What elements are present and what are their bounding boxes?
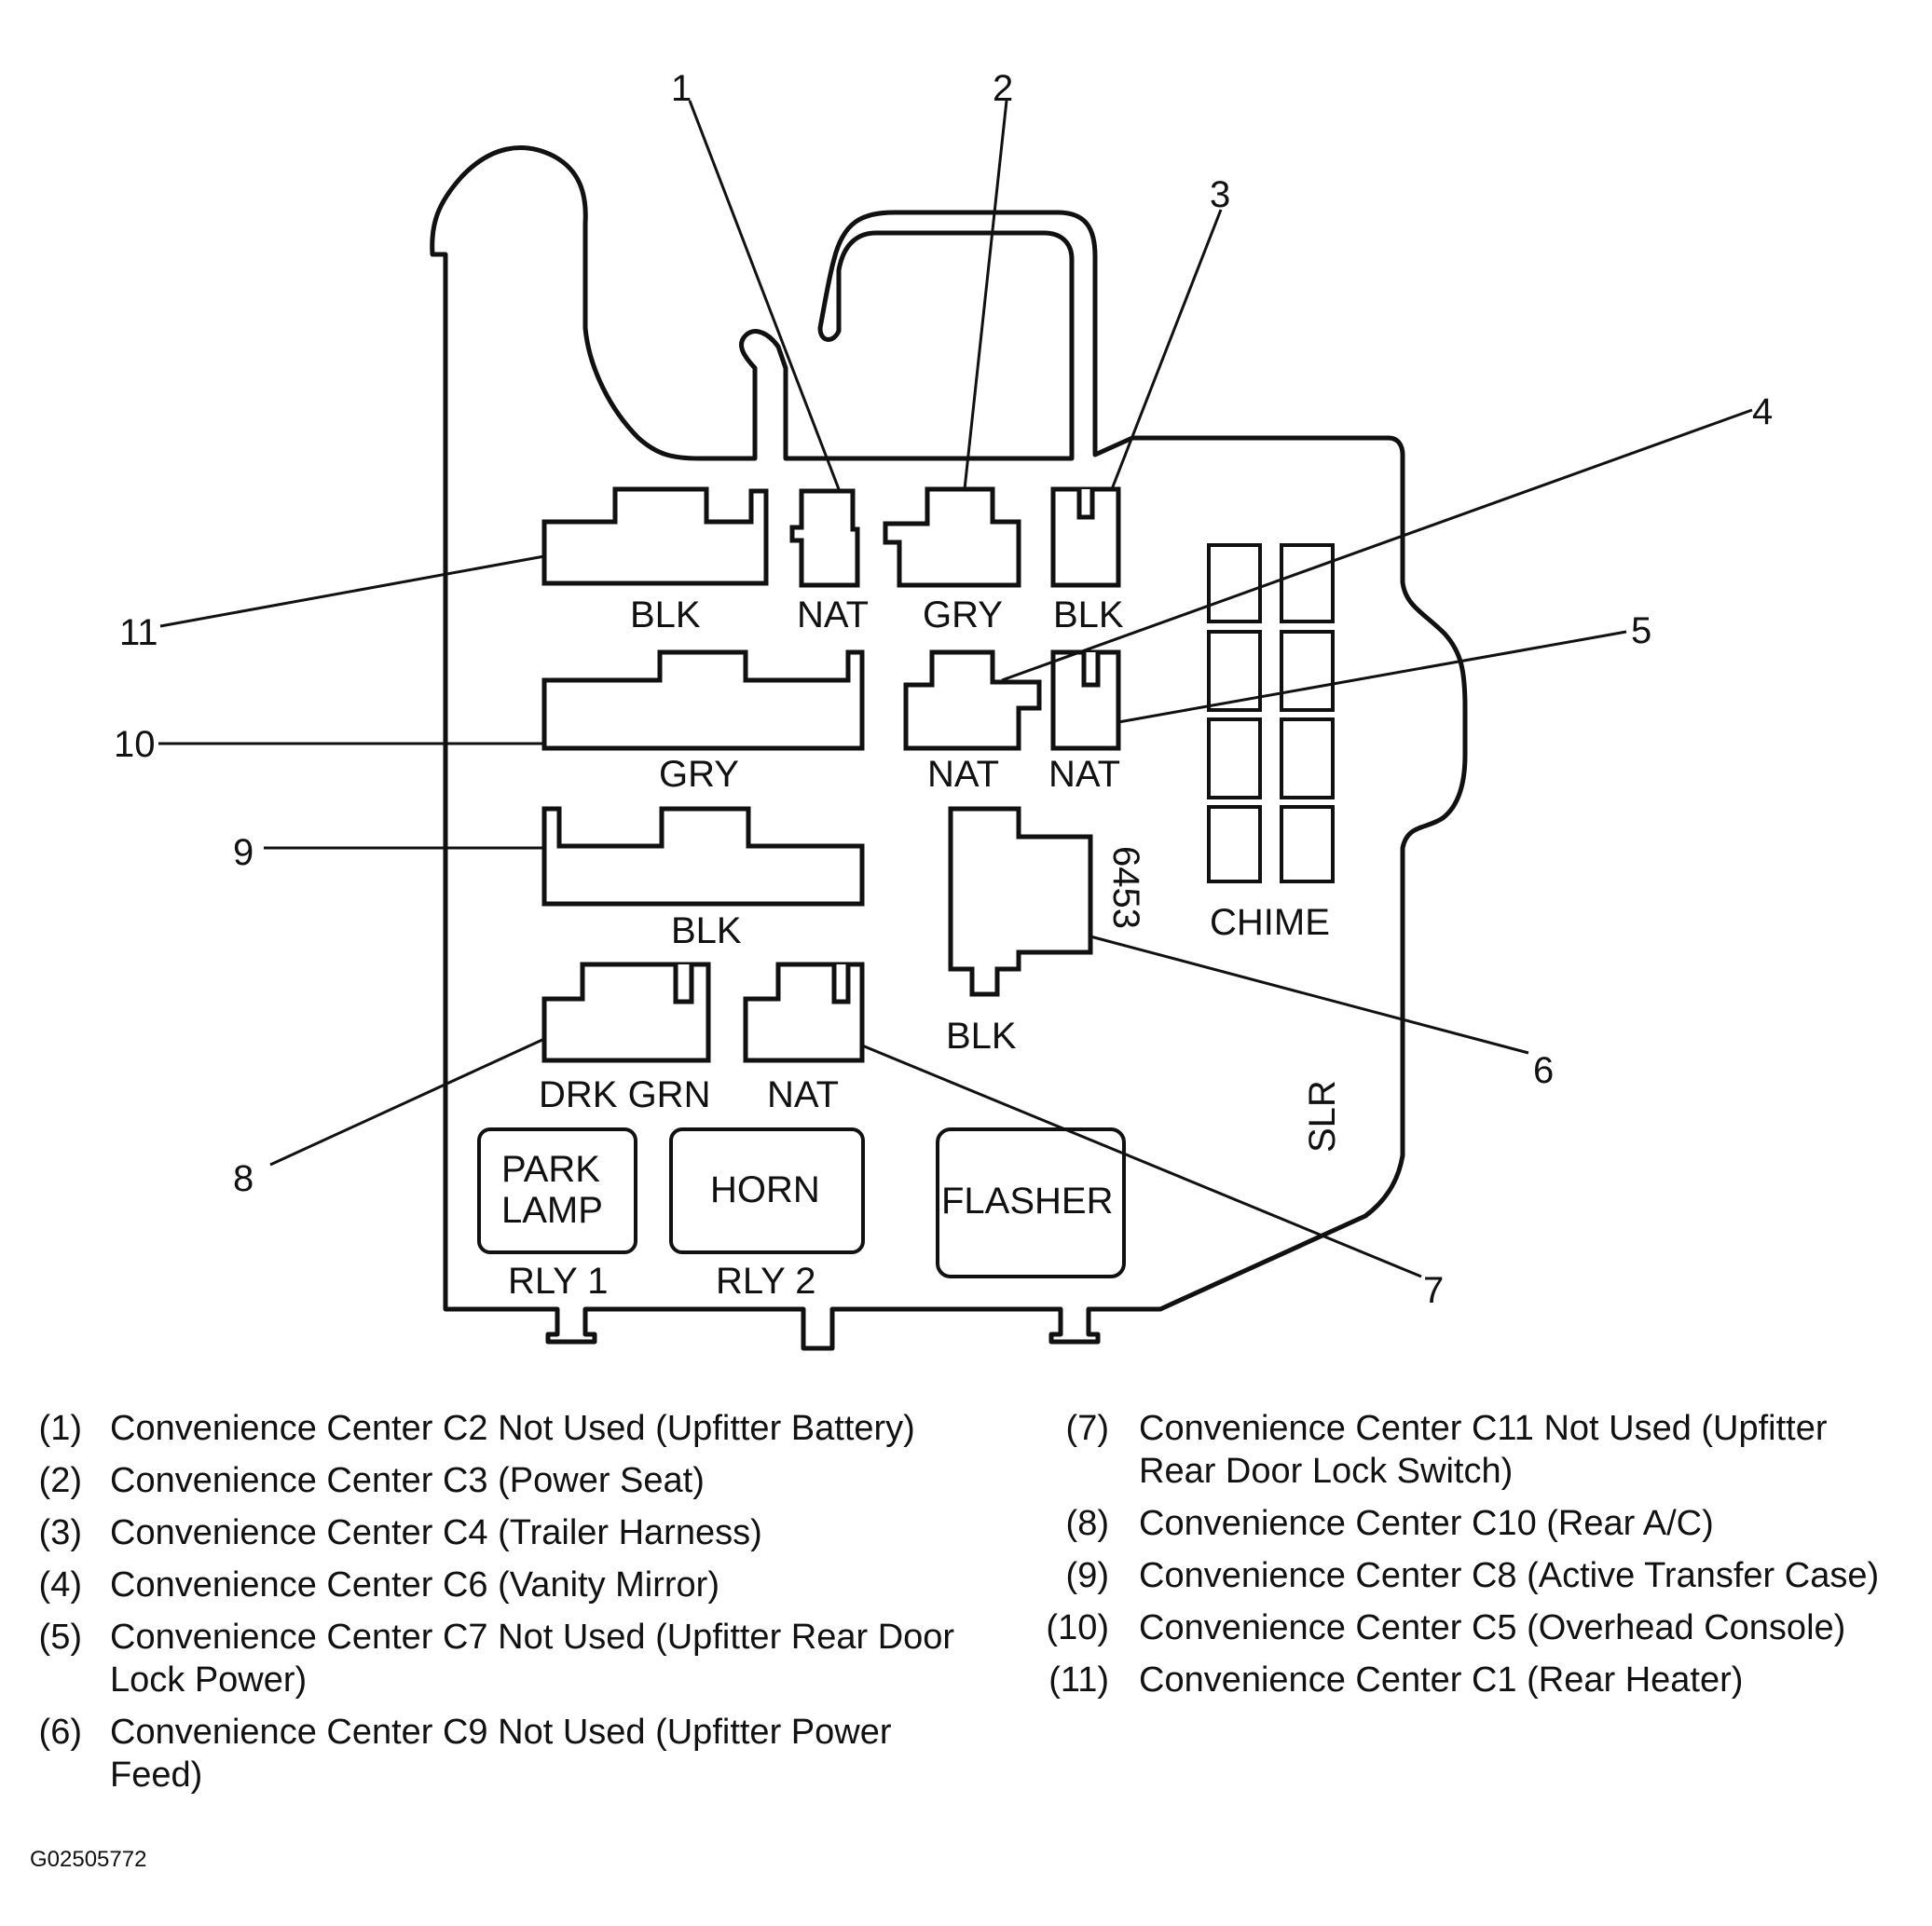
horn-label: HORN — [710, 1169, 820, 1210]
connector-c5-shape — [541, 649, 865, 751]
callout-1: 1 — [671, 68, 692, 109]
callout-7: 7 — [1423, 1270, 1444, 1311]
legend-text: Convenience Center C5 (Overhead Console) — [1139, 1608, 1846, 1647]
housing-outline — [430, 145, 1468, 1351]
chime-module — [1207, 543, 1335, 883]
rly2-label: RLY 2 — [716, 1261, 815, 1302]
legend-text: Convenience Center C4 (Trailer Harness) — [110, 1513, 762, 1552]
legend-item: (7) Convenience Center C11 Not Used (Upfi… — [1035, 1407, 1920, 1493]
legend-item: (1) Convenience Center C2 Not Used (Upfit… — [28, 1407, 1016, 1450]
leader-7 — [861, 1044, 1422, 1278]
flasher-module — [936, 1127, 1126, 1278]
legend-text: Convenience Center C7 Not Used (Upfitter… — [110, 1618, 955, 1700]
callout-10: 10 — [114, 724, 156, 765]
label-c10-color: DRK GRN — [539, 1074, 710, 1115]
legend-text: Convenience Center C6 (Vanity Mirror) — [110, 1565, 719, 1605]
callout-2: 2 — [993, 68, 1013, 109]
connector-c9-shape — [948, 806, 1093, 997]
leader-1 — [688, 100, 841, 490]
legend-index: (1) — [38, 1409, 82, 1448]
legend-text: Convenience Center C3 (Power Seat) — [110, 1461, 705, 1500]
callout-9: 9 — [233, 832, 253, 873]
legend-item: (3) Convenience Center C4 (Trailer Harnes… — [28, 1511, 1016, 1554]
callout-8: 8 — [233, 1158, 253, 1199]
label-c2-color: NAT — [797, 594, 869, 635]
legend-text: Convenience Center C2 Not Used (Upfitter… — [110, 1409, 915, 1448]
connector-c11-slot — [831, 964, 851, 1004]
leader-2 — [963, 100, 1008, 490]
leader-6 — [1089, 935, 1529, 1055]
legend-index: (8) — [1065, 1504, 1109, 1543]
legend-text: Convenience Center C9 Not Used (Upfitter… — [110, 1713, 892, 1795]
connector-c4-shape — [1050, 486, 1121, 588]
legend-index: (6) — [38, 1713, 82, 1752]
legend-item: (2) Convenience Center C3 (Power Seat) — [28, 1459, 1016, 1502]
callout-6: 6 — [1533, 1050, 1554, 1091]
part-number-label: 6453 — [1105, 846, 1146, 929]
legend-text: Convenience Center C1 (Rear Heater) — [1139, 1660, 1744, 1700]
connector-c7-slot — [1081, 652, 1101, 688]
label-c1-color: BLK — [630, 594, 701, 635]
convenience-center-diagram: 1 2 3 4 5 6 7 8 9 10 11 BLK NAT GRY BLK … — [114, 68, 1773, 1351]
connector-c2-shape — [789, 488, 860, 588]
legend-item: (11) Convenience Center C1 (Rear Heater) — [1035, 1659, 1920, 1701]
leader-11 — [159, 554, 545, 628]
legend-index: (11) — [1048, 1660, 1109, 1700]
legend-index: (10) — [1046, 1608, 1109, 1647]
park-lamp-label-line1: PARK — [501, 1149, 600, 1190]
legend-right: (7) Convenience Center C11 Not Used (Upfi… — [1035, 1407, 1920, 1711]
label-c11-color: NAT — [767, 1074, 839, 1115]
legend-item: (8) Convenience Center C10 (Rear A/C) — [1035, 1502, 1920, 1545]
figure-id: G02505772 — [30, 1847, 147, 1872]
leader-4 — [1001, 408, 1753, 682]
label-c6-color: NAT — [927, 754, 999, 795]
park-lamp-label-line2: LAMP — [501, 1190, 603, 1231]
leader-3 — [1110, 209, 1223, 490]
horn-relay — [669, 1127, 865, 1254]
legend-text: Convenience Center C10 (Rear A/C) — [1139, 1504, 1714, 1543]
chime-label: CHIME — [1210, 902, 1330, 943]
legend-item: (9) Convenience Center C8 (Active Transfe… — [1035, 1554, 1920, 1597]
rly1-label: RLY 1 — [508, 1261, 608, 1302]
label-c9-color: BLK — [946, 1016, 1017, 1057]
label-c4-color: BLK — [1053, 594, 1124, 635]
legend-text: Convenience Center C8 (Active Transfer C… — [1139, 1556, 1880, 1595]
leader-8 — [269, 1037, 545, 1167]
connector-c3-shape — [883, 486, 1021, 588]
connector-c6-shape — [903, 649, 1042, 751]
label-c7-color: NAT — [1048, 754, 1120, 795]
flasher-label: FLASHER — [941, 1181, 1114, 1222]
callout-4: 4 — [1752, 391, 1773, 432]
legend-index: (5) — [38, 1618, 82, 1657]
legend-index: (7) — [1065, 1409, 1109, 1448]
callout-3: 3 — [1210, 174, 1230, 215]
label-c5-color: GRY — [659, 754, 739, 795]
legend-index: (2) — [38, 1461, 82, 1500]
connector-c1-shape — [541, 486, 769, 586]
legend-item: (10) Convenience Center C5 (Overhead Cons… — [1035, 1606, 1920, 1649]
leader-5 — [1117, 630, 1627, 724]
label-c3-color: GRY — [923, 594, 1003, 635]
connector-c10-slot — [673, 964, 694, 1004]
callout-11: 11 — [119, 612, 158, 653]
slr-label: SLR — [1302, 1080, 1343, 1153]
connector-c4-slot — [1076, 489, 1095, 520]
legend-index: (9) — [1065, 1556, 1109, 1595]
callout-5: 5 — [1631, 610, 1651, 651]
legend-index: (3) — [38, 1513, 82, 1552]
label-c8-color: BLK — [671, 910, 742, 951]
legend-item: (6) Convenience Center C9 Not Used (Upfit… — [28, 1711, 1016, 1796]
park-lamp-relay — [477, 1127, 637, 1254]
legend-left: (1) Convenience Center C2 Not Used (Upfit… — [28, 1407, 1016, 1806]
legend-item: (5) Convenience Center C7 Not Used (Upfit… — [28, 1616, 1016, 1701]
connector-c8-shape — [541, 806, 865, 907]
legend-item: (4) Convenience Center C6 (Vanity Mirror) — [28, 1564, 1016, 1606]
legend-text: Convenience Center C11 Not Used (Upfitte… — [1139, 1409, 1828, 1491]
legend-index: (4) — [38, 1565, 82, 1605]
connector-c10-shape — [541, 962, 711, 1063]
